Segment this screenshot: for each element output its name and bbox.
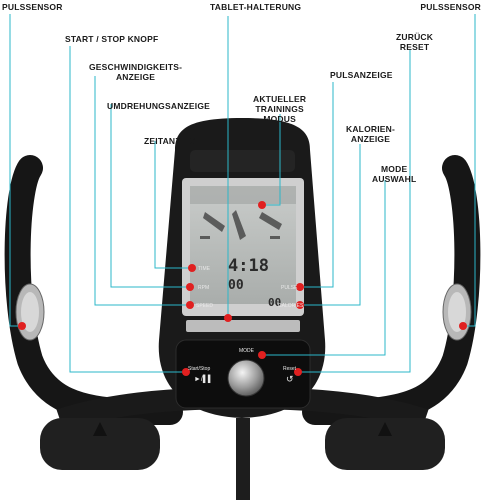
marker-calories [296, 301, 304, 309]
marker-pulse-sensor-right [459, 322, 467, 330]
marker-pulse [296, 283, 304, 291]
forearm-pads [40, 418, 445, 470]
marker-speed [186, 301, 194, 309]
label-start-stop: START / STOP KNOPF [65, 34, 159, 44]
marker-mode-select [258, 351, 266, 359]
marker-tablet [224, 314, 232, 322]
pulse-sensor-right [442, 283, 472, 341]
key-calories[interactable]: CALORIES [278, 303, 304, 309]
leader-rpm [110, 104, 186, 288]
red-markers [18, 201, 467, 376]
leader-calories [303, 144, 361, 306]
lcd-time-value: 4:18 [228, 256, 269, 276]
label-pulse-sensor-right: PULSSENSOR [420, 2, 481, 12]
label-speed-display: GESCHWINDIGKEITS- ANZEIGE [89, 62, 183, 82]
label-tablet-holder: TABLET-HALTERUNG [210, 2, 302, 12]
lcd-segment-graphic [200, 210, 282, 240]
marker-reset [294, 368, 302, 376]
marker-pulse-sensor-left [18, 322, 26, 330]
leader-current-mode [262, 114, 281, 206]
leader-reset [300, 50, 411, 373]
leader-time [154, 141, 190, 269]
marker-time [188, 264, 196, 272]
label-back-reset: ZURÜCK RESET [396, 32, 434, 52]
marker-current-mode [258, 201, 266, 209]
reset-button-label[interactable]: Reset [283, 366, 297, 372]
marker-rpm [186, 283, 194, 291]
label-pulse-sensor-left: PULSSENSOR [2, 2, 63, 12]
key-time[interactable]: TIME [198, 266, 210, 272]
lcd-rpm-value: 00 [228, 278, 244, 293]
label-time-display: ZEITANZEIGE [144, 136, 202, 146]
mode-knob[interactable] [227, 359, 265, 397]
lcd-display [182, 178, 304, 332]
leader-start-stop [69, 46, 186, 373]
mode-button-label[interactable]: MODE [239, 348, 254, 354]
label-pulse-display: PULSANZEIGE [330, 70, 393, 80]
leader-lines [9, 14, 476, 373]
marker-start-stop [182, 368, 190, 376]
label-calorie-display: KALORIEN- ANZEIGE [346, 124, 396, 144]
lcd-calorie-value: 00 [268, 296, 282, 309]
key-rpm[interactable]: RPM [198, 285, 210, 291]
label-mode-select: MODE AUSWAHL [372, 164, 417, 184]
leader-pulse [303, 82, 334, 288]
leader-pulse-sensor-right [465, 14, 476, 327]
leader-speed [94, 76, 186, 306]
reset-icon[interactable]: ↺ [286, 374, 294, 384]
key-speed[interactable]: SPEED [196, 303, 213, 309]
start-stop-icon[interactable]: ►/▌▌ [194, 376, 213, 383]
label-rpm-display: UMDREHUNGSANZEIGE [107, 101, 211, 111]
key-pulse[interactable]: PULSE [281, 285, 298, 291]
pulse-sensor-left [15, 283, 45, 341]
leader-mode-select [262, 180, 386, 356]
start-stop-button-label[interactable]: Start/Stop [188, 366, 211, 372]
label-current-mode: AKTUELLER TRAININGS MODUS [253, 94, 307, 124]
